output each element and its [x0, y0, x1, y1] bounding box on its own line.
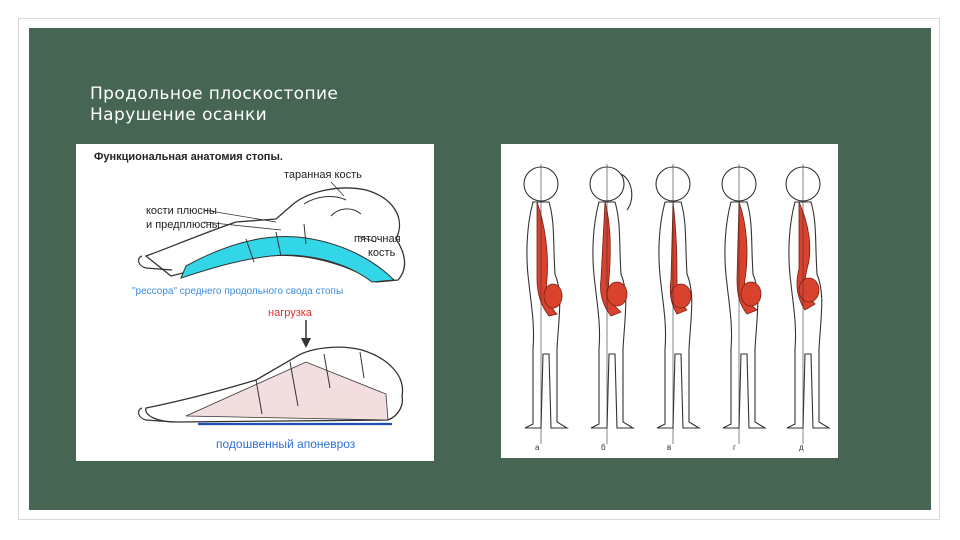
label-metatarsal-2: и предплюсны: [146, 219, 220, 231]
caption-b: б: [601, 443, 606, 452]
label-talus: таранная кость: [284, 169, 362, 181]
title-line-1: Продольное плоскостопие: [90, 84, 338, 105]
label-load: нагрузка: [268, 307, 313, 319]
label-calcaneus-2: кость: [368, 247, 396, 259]
caption-d: д: [799, 443, 804, 452]
caption-v: в: [667, 443, 671, 452]
foot-heading: Функциональная анатомия стопы.: [94, 151, 283, 163]
caption-g: г: [733, 443, 736, 452]
slide-title: Продольное плоскостопие Нарушение осанки: [90, 84, 338, 126]
title-line-2: Нарушение осанки: [90, 105, 338, 126]
posture-image: а б в г: [501, 144, 838, 458]
label-aponeurosis: подошвенный апоневроз: [216, 437, 356, 451]
foot-anatomy-image: Функциональная анатомия стопы. таранная …: [76, 144, 434, 461]
label-calcaneus-1: пяточная: [354, 233, 401, 245]
label-spring: "рессора" среднего продольного свода сто…: [132, 286, 343, 297]
label-metatarsal-1: кости плюсны: [146, 205, 217, 217]
foot-anatomy-drawing: Функциональная анатомия стопы. таранная …: [76, 144, 434, 461]
caption-a: а: [535, 443, 540, 452]
posture-drawing: а б в г: [501, 144, 838, 458]
